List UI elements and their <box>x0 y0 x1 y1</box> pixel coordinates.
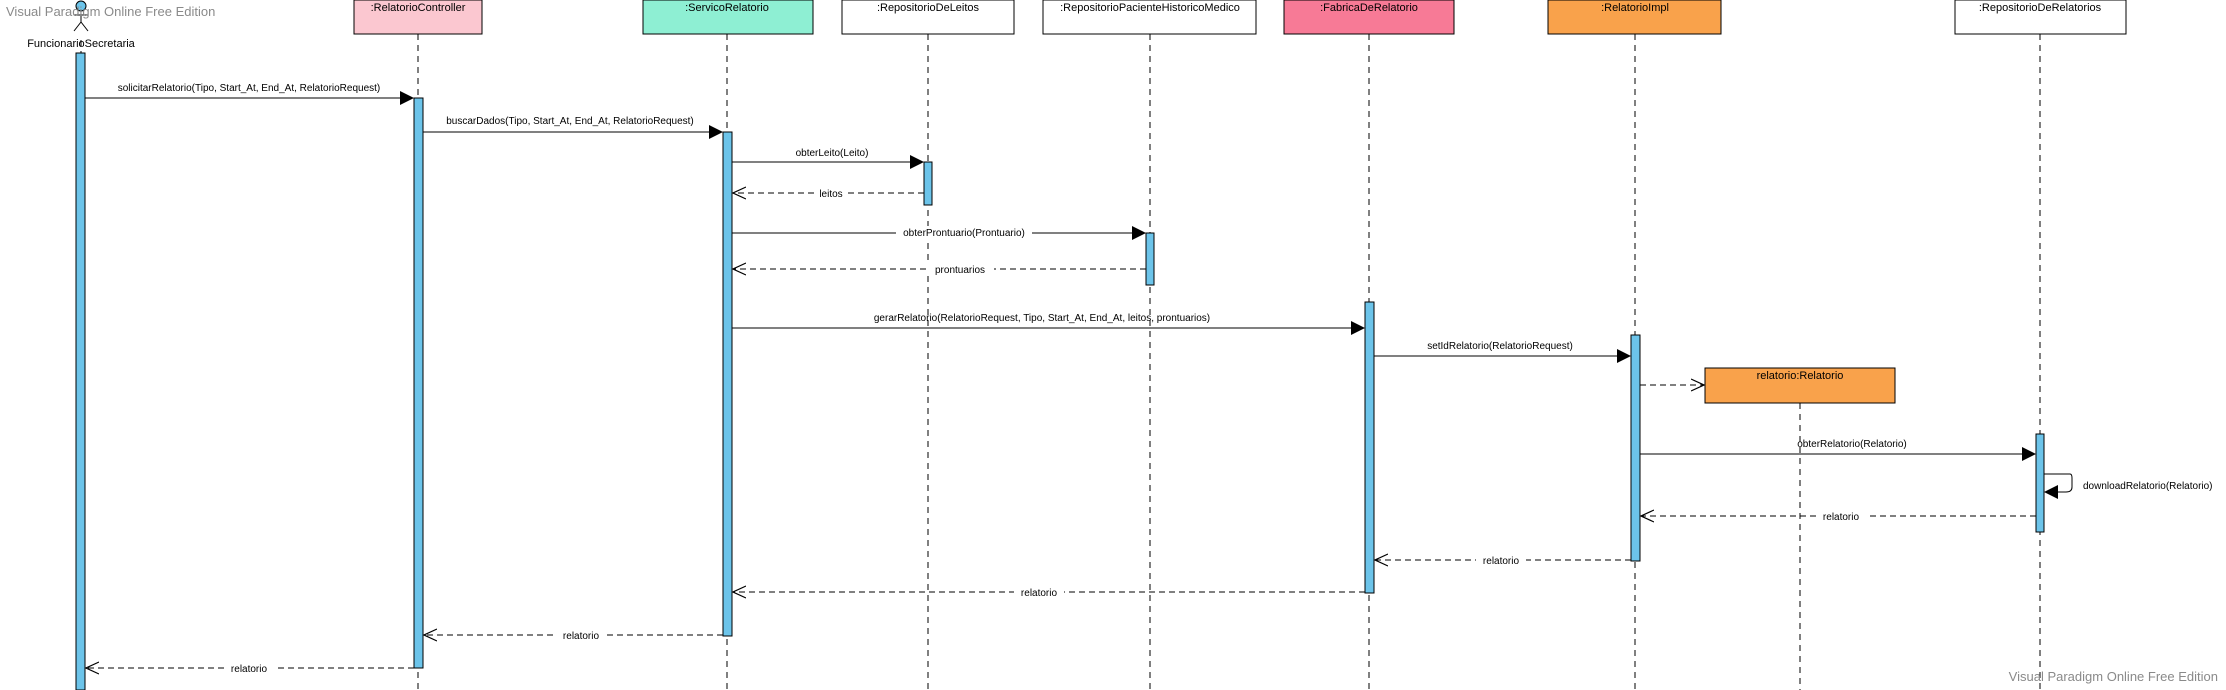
message-label: relatorio <box>1823 512 1860 523</box>
activation-controller <box>413 97 424 669</box>
actor-label: FuncionarioSecretaria <box>27 38 135 50</box>
message-obter-relatorio[interactable]: obterRelatorio(Relatorio) <box>1640 439 2036 461</box>
participant-label-pacientes: :RepositorioPacienteHistoricoMedico <box>1060 2 1240 14</box>
participant-box-fabrica <box>1283 0 1455 35</box>
participant-box-impl <box>1547 0 1722 35</box>
participant-box-service <box>642 0 814 35</box>
label-backdrop <box>896 226 1032 238</box>
message-return-relatorio-repo[interactable]: relatorio <box>1641 510 2036 523</box>
message-label: obterProntuario(Prontuario) <box>903 228 1025 239</box>
activation-pacientes <box>1145 232 1155 286</box>
actor-leg-right <box>80 21 89 32</box>
actor-activation <box>75 52 86 690</box>
participant-label-fabrica: :FabricaDeRelatorio <box>1320 2 1418 14</box>
activation-leitos <box>923 161 933 206</box>
message-label: buscarDados(Tipo, Start_At, End_At, Rela… <box>446 116 694 127</box>
message-return-prontuarios[interactable]: prontuarios <box>733 263 1146 276</box>
message-label: setIdRelatorio(RelatorioRequest) <box>1427 341 1573 352</box>
created-object-label: relatorio:Relatorio <box>1757 370 1844 382</box>
message-solicitar-relatorio[interactable]: solicitarRelatorio(Tipo, Start_At, End_A… <box>85 83 414 105</box>
message-label: prontuarios <box>935 265 985 276</box>
message-return-leitos[interactable]: leitos <box>733 187 924 200</box>
participant-pacientes[interactable]: :RepositorioPacienteHistoricoMedico <box>1042 0 1257 690</box>
label-backdrop <box>1816 510 1866 522</box>
message-label: leitos <box>819 189 842 200</box>
participant-fabrica[interactable]: :FabricaDeRelatorio <box>1283 0 1455 690</box>
message-return-relatorio-impl[interactable]: relatorio <box>1375 554 1631 567</box>
activation-service <box>722 131 733 637</box>
message-return-relatorio-controller[interactable]: relatorio <box>86 662 414 675</box>
message-gerar-relatorio[interactable]: gerarRelatorio(RelatorioRequest, Tipo, S… <box>732 313 1365 335</box>
label-backdrop <box>1014 586 1064 598</box>
label-backdrop <box>224 662 274 674</box>
label-backdrop <box>926 263 994 275</box>
activation-repo-relatorios <box>2035 433 2045 533</box>
participant-label-service: :ServicoRelatorio <box>685 2 769 14</box>
activation-impl <box>1630 334 1641 562</box>
participant-impl[interactable]: :RelatorioImpl <box>1547 0 1722 690</box>
label-backdrop <box>814 187 848 199</box>
participant-box-controller <box>353 0 483 35</box>
watermark-bottom: Visual Paradigm Online Free Edition <box>2008 669 2218 684</box>
participant-controller[interactable]: :RelatorioController <box>353 0 483 690</box>
created-object-relatorio[interactable]: relatorio:Relatorio <box>1704 367 1896 690</box>
message-obter-leito[interactable]: obterLeito(Leito) <box>732 148 924 169</box>
label-backdrop <box>556 629 606 641</box>
message-download-relatorio[interactable]: downloadRelatorio(Relatorio) <box>2044 473 2213 499</box>
created-object-box <box>1704 367 1896 404</box>
label-backdrop <box>1476 554 1526 566</box>
message-obter-prontuario[interactable]: obterProntuario(Prontuario) <box>732 226 1146 240</box>
participant-leitos[interactable]: :RepositorioDeLeitos <box>841 0 1015 690</box>
message-arrow <box>2044 473 2073 499</box>
participant-box-repo-relatorios <box>1954 0 2127 35</box>
watermark-top: Visual Paradigm Online Free Edition <box>6 4 216 19</box>
message-label: relatorio <box>1021 588 1058 599</box>
message-label: solicitarRelatorio(Tipo, Start_At, End_A… <box>118 83 381 94</box>
message-label: obterLeito(Leito) <box>796 148 869 159</box>
actor-funcionario[interactable]: FuncionarioSecretaria <box>27 0 136 690</box>
message-label: relatorio <box>231 664 268 675</box>
participant-box-pacientes <box>1042 0 1257 35</box>
participant-label-leitos: :RepositorioDeLeitos <box>877 2 980 14</box>
activation-fabrica <box>1364 301 1375 594</box>
message-return-relatorio-service[interactable]: relatorio <box>424 629 723 642</box>
actor-leg-left <box>73 21 82 32</box>
message-label: downloadRelatorio(Relatorio) <box>2083 481 2213 492</box>
message-label: relatorio <box>1483 556 1520 567</box>
message-label: relatorio <box>563 631 600 642</box>
participant-repo-relatorios[interactable]: :RepositorioDeRelatorios <box>1954 0 2127 690</box>
participant-label-repo-relatorios: :RepositorioDeRelatorios <box>1979 2 2102 14</box>
participant-box-leitos <box>841 0 1015 35</box>
message-set-id-relatorio[interactable]: setIdRelatorio(RelatorioRequest) <box>1374 341 1631 363</box>
participant-label-impl: :RelatorioImpl <box>1601 2 1669 14</box>
message-buscar-dados[interactable]: buscarDados(Tipo, Start_At, End_At, Rela… <box>423 116 723 139</box>
participant-service[interactable]: :ServicoRelatorio <box>642 0 814 690</box>
message-label: obterRelatorio(Relatorio) <box>1797 439 1907 450</box>
message-label: gerarRelatorio(RelatorioRequest, Tipo, S… <box>874 313 1210 324</box>
participant-label-controller: :RelatorioController <box>371 2 466 14</box>
message-return-relatorio-fabrica[interactable]: relatorio <box>733 586 1365 599</box>
